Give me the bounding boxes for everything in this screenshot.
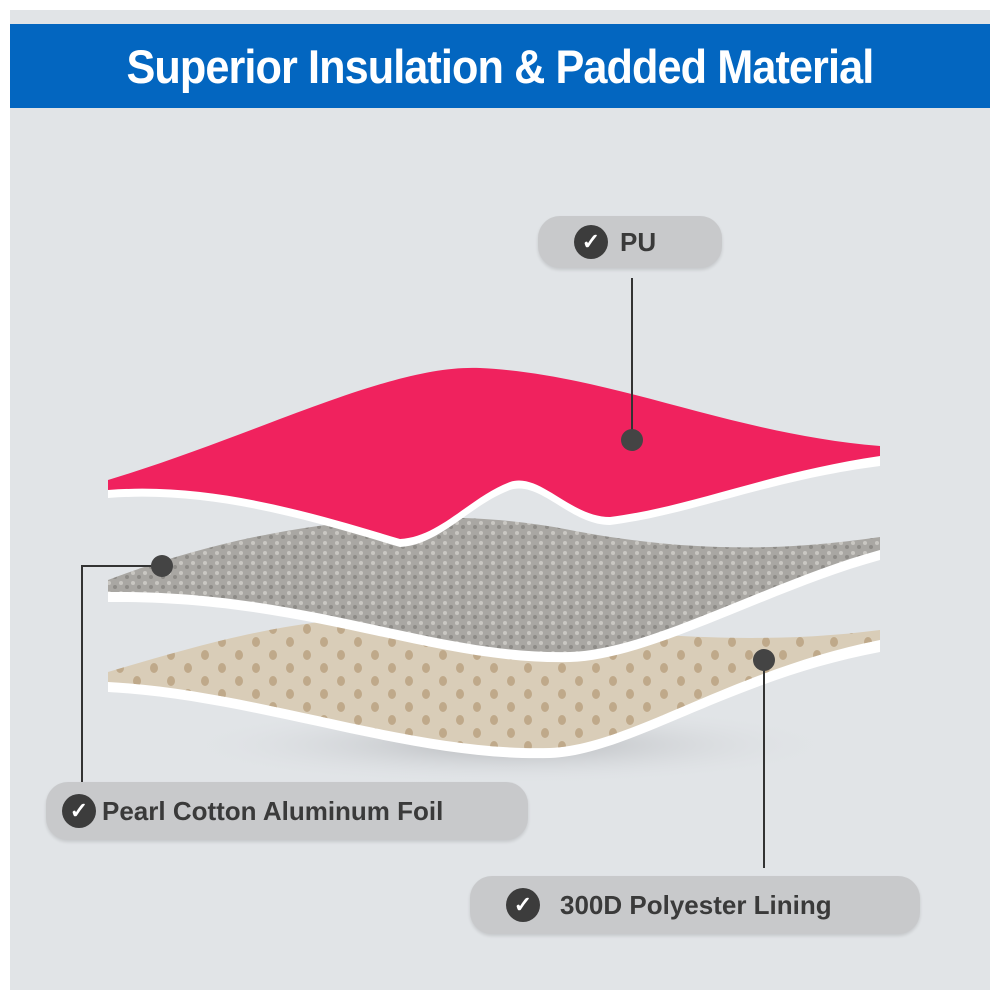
check-circle-icon: ✓ xyxy=(62,794,96,828)
lining-label: ✓ 300D Polyester Lining xyxy=(470,876,920,934)
page-title: Superior Insulation & Padded Material xyxy=(126,39,875,93)
pu-layer xyxy=(108,367,880,547)
check-circle-icon: ✓ xyxy=(506,888,540,922)
leader-lines xyxy=(81,278,765,868)
foil-marker-dot xyxy=(151,555,173,577)
infographic: Superior Insulation & Padded Material xyxy=(10,10,990,990)
pu-marker-dot xyxy=(621,429,643,451)
foil-label-text: Pearl Cotton Aluminum Foil xyxy=(102,795,444,826)
foil-layer xyxy=(108,517,880,663)
foil-label: ✓ Pearl Cotton Aluminum Foil xyxy=(46,782,528,840)
lining-layer xyxy=(108,616,880,759)
lining-marker-dot xyxy=(753,649,775,671)
layer-diagram xyxy=(81,278,880,868)
check-circle-icon: ✓ xyxy=(574,225,608,259)
pu-label: ✓ PU xyxy=(538,216,722,268)
title-banner: Superior Insulation & Padded Material xyxy=(10,24,990,108)
lining-label-text: 300D Polyester Lining xyxy=(560,889,832,920)
pu-label-text: PU xyxy=(620,226,657,257)
